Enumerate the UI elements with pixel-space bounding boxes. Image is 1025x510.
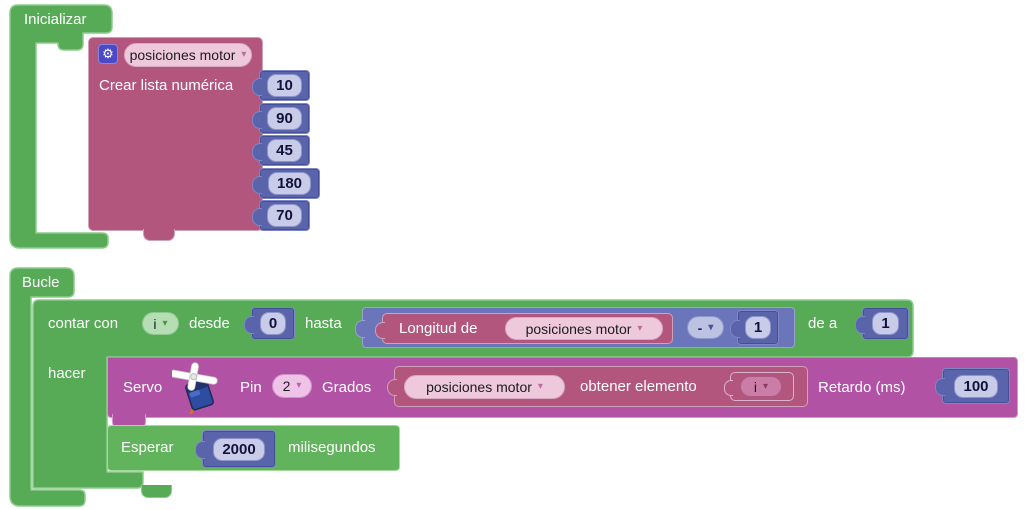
esperar-number-block[interactable]: 2000: [195, 430, 276, 468]
dropdown-arrow-icon: ▾: [763, 380, 769, 392]
step-number-block[interactable]: 1: [855, 307, 909, 340]
list-item-value[interactable]: 70: [267, 204, 302, 227]
list-item-block[interactable]: 180: [252, 168, 320, 199]
index-variable-dropdown[interactable]: i ▾: [740, 376, 782, 397]
create-list-bottom-notch: [143, 229, 175, 241]
left-connector-icon: [252, 110, 262, 129]
count-with-bottom-notch: [141, 485, 172, 498]
from-number-block[interactable]: 0: [244, 307, 295, 340]
servo-label: Servo: [123, 379, 163, 396]
milisegundos-label: milisegundos: [288, 439, 376, 456]
servo-motor-icon: [172, 362, 218, 414]
retardo-number-block[interactable]: 100: [935, 368, 1010, 404]
hasta-label: hasta: [305, 315, 342, 332]
dropdown-arrow-icon: ▾: [296, 380, 302, 391]
get-list-dropdown-label: posiciones motor: [426, 379, 532, 395]
esperar-value[interactable]: 2000: [213, 437, 265, 461]
list-name-dropdown-label: posiciones motor: [129, 47, 236, 63]
loop-variable-dropdown[interactable]: i ▾: [142, 312, 179, 335]
operand-number-block[interactable]: 1: [730, 310, 779, 345]
left-connector-icon: [252, 207, 262, 226]
list-item-value[interactable]: 45: [267, 139, 302, 162]
pin-label: Pin: [240, 379, 262, 396]
index-variable-label: i: [753, 378, 758, 395]
left-connector-icon: [375, 322, 385, 339]
dropdown-arrow-icon: ▾: [241, 49, 247, 60]
left-connector-icon: [244, 315, 254, 334]
left-connector-icon: [724, 380, 733, 396]
bucle-tab-label: Bucle: [22, 274, 60, 291]
inicializar-tab-label: Inicializar: [24, 11, 87, 28]
dropdown-arrow-icon: ▾: [637, 322, 643, 334]
loop-variable-label: i: [153, 315, 157, 332]
count-with-label: contar con: [48, 315, 119, 332]
esperar-label: Esperar: [121, 439, 174, 456]
list-item-block[interactable]: 10: [252, 70, 310, 101]
list-item-block[interactable]: 70: [252, 200, 310, 231]
left-connector-icon: [935, 378, 945, 396]
operator-label: -: [697, 319, 703, 336]
operand-value[interactable]: 1: [744, 316, 772, 339]
length-list-dropdown-label: posiciones motor: [525, 320, 632, 337]
gear-icon[interactable]: ⚙: [98, 44, 118, 64]
left-connector-icon: [355, 320, 365, 338]
list-item-block[interactable]: 45: [252, 135, 310, 166]
operator-dropdown[interactable]: - ▾: [687, 316, 724, 339]
list-item-value[interactable]: 10: [267, 74, 302, 97]
step-value[interactable]: 1: [872, 312, 899, 335]
obtener-elemento-label: obtener elemento: [580, 378, 697, 395]
de-a-label: de a: [808, 315, 838, 332]
left-connector-icon: [252, 142, 262, 161]
desde-label: desde: [189, 315, 230, 332]
from-value[interactable]: 0: [259, 312, 287, 335]
servo-pin-label: 2: [282, 378, 291, 394]
list-item-value[interactable]: 90: [267, 107, 302, 130]
dropdown-arrow-icon: ▾: [537, 381, 543, 392]
index-socket: [724, 372, 794, 401]
longitud-label: Longitud de: [399, 320, 478, 337]
retardo-value[interactable]: 100: [954, 374, 998, 398]
list-name-dropdown[interactable]: posiciones motor ▾: [124, 43, 252, 67]
length-list-dropdown[interactable]: posiciones motor ▾: [505, 317, 663, 340]
left-connector-icon: [387, 379, 397, 396]
left-connector-icon: [730, 319, 740, 338]
create-list-label: Crear lista numérica: [99, 77, 234, 94]
create-list-block[interactable]: [88, 37, 263, 231]
list-item-block[interactable]: 90: [252, 103, 310, 134]
get-list-dropdown[interactable]: posiciones motor ▾: [404, 375, 565, 399]
left-connector-icon: [855, 315, 865, 334]
servo-pin-dropdown[interactable]: 2 ▾: [272, 374, 312, 398]
list-item-value[interactable]: 180: [267, 172, 312, 195]
retardo-label: Retardo (ms): [818, 379, 906, 396]
hacer-label: hacer: [48, 365, 86, 382]
dropdown-arrow-icon: ▾: [162, 317, 168, 329]
dropdown-arrow-icon: ▾: [708, 321, 714, 333]
left-connector-icon: [195, 441, 205, 459]
left-connector-icon: [252, 175, 262, 194]
grados-label: Grados: [322, 379, 372, 396]
left-connector-icon: [252, 77, 262, 96]
